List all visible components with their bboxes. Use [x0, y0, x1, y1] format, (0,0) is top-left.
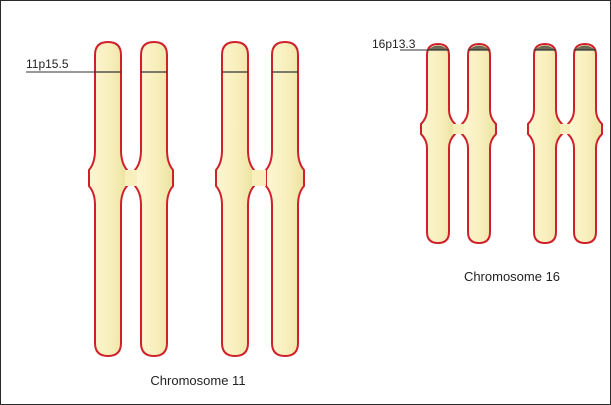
centromere-bridge	[560, 124, 570, 134]
chromosome-16-copy-1	[421, 44, 496, 243]
caption-chromosome-11: Chromosome 11	[150, 373, 245, 388]
chromosome-11-copy-2	[216, 42, 304, 356]
chromatid-right	[135, 42, 173, 356]
chromatid-left	[89, 42, 127, 356]
centromere-bridge	[252, 170, 266, 186]
chromatid-left	[528, 44, 562, 243]
chromosome-16-copy-2	[528, 44, 602, 243]
chromatid-right	[266, 42, 304, 356]
chromatid-right	[462, 44, 496, 243]
centromere-bridge	[453, 124, 464, 134]
chromosome-11-copy-1	[89, 42, 173, 356]
chromatid-left	[421, 44, 455, 243]
caption-chromosome-16: Chromosome 16	[464, 269, 560, 284]
band-label-16p13-3: 16p13.3	[372, 37, 416, 51]
chromatid-left	[216, 42, 254, 356]
band-label-11p15-5: 11p15.5	[26, 57, 69, 71]
chromatid-right	[568, 44, 602, 243]
centromere-bridge	[125, 170, 137, 186]
